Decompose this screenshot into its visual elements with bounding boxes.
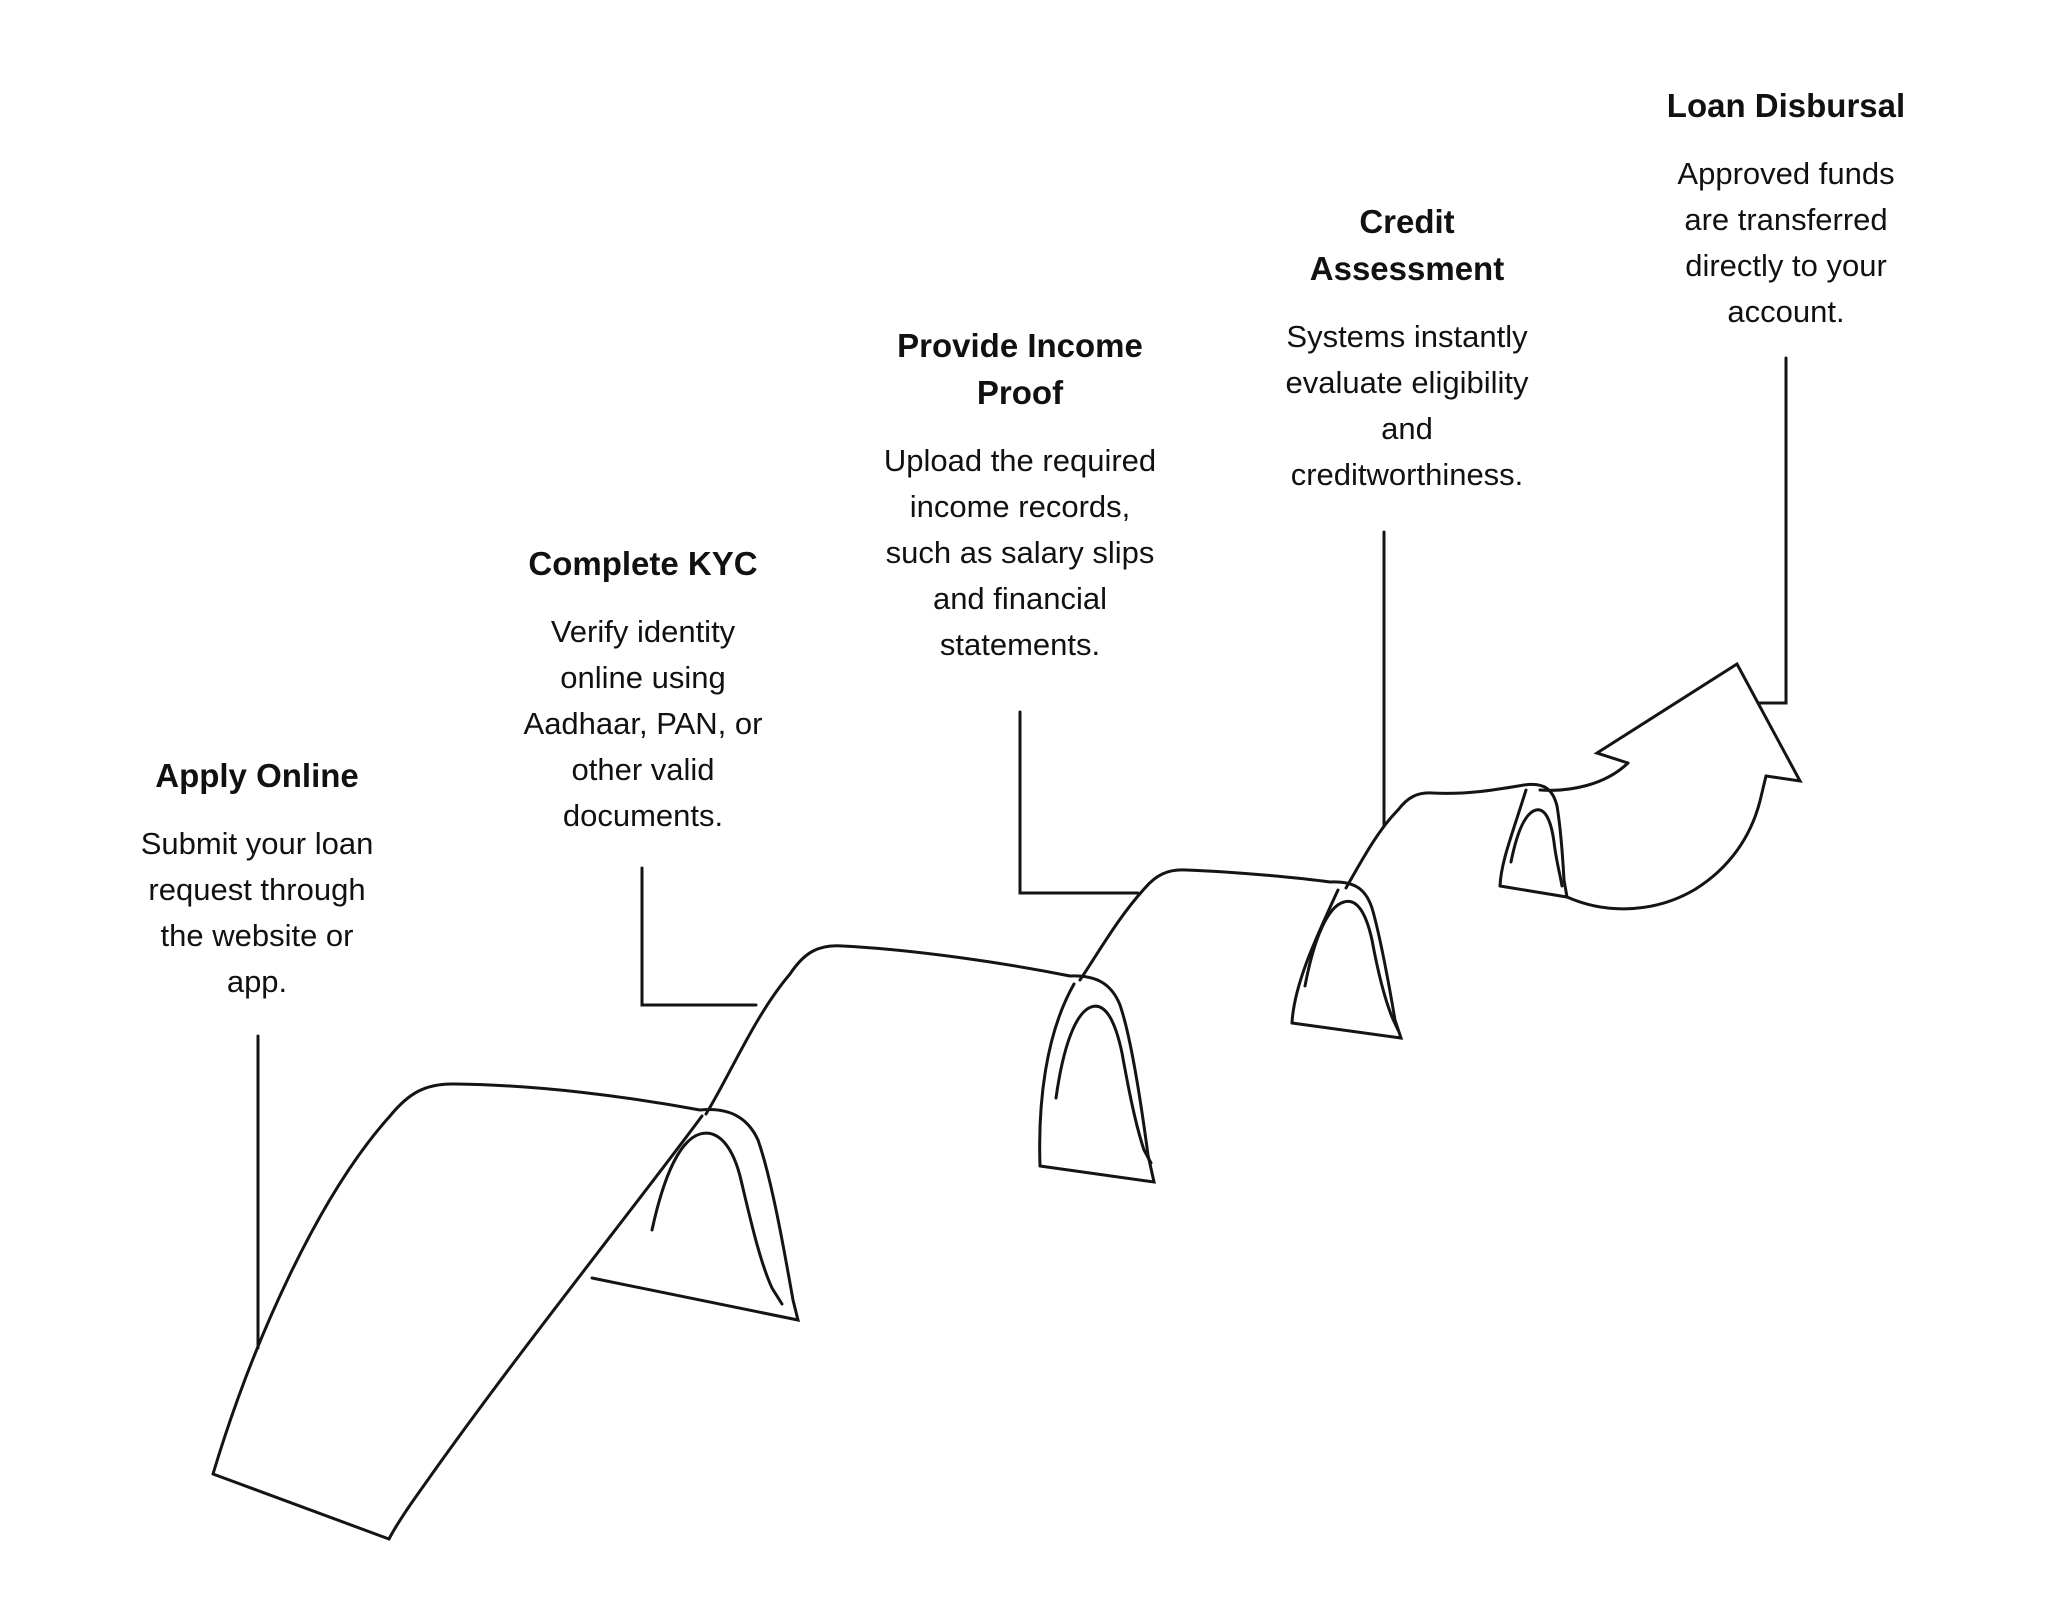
wave-3-outline (1078, 868, 1404, 1040)
connector-line-provide-income-proof (1018, 710, 1140, 895)
step-description: Submit your loan request through the web… (140, 826, 374, 999)
wave-3-descending-edge (1290, 888, 1340, 1025)
wave-1-descending-edge (387, 1114, 704, 1541)
step-description: Approved funds are transferred directly … (1677, 156, 1895, 329)
step-title: Complete KYC (528, 545, 758, 582)
wave-3-fold-inner-curve (1303, 899, 1400, 1032)
arrow-tail-left-edge (1538, 761, 1630, 792)
ribbon-wave-1 (211, 1082, 801, 1541)
wave-2-fold-inner-curve (1054, 1004, 1153, 1165)
ribbon-wave-2 (704, 944, 1156, 1184)
wave-4-descending-edge (1498, 788, 1528, 888)
ribbon-wave-4 (1344, 782, 1569, 899)
connector-line-complete-kyc (640, 866, 758, 1007)
connector-line-loan-disbursal (1756, 356, 1788, 705)
step-title: Apply Online (155, 757, 359, 794)
step-provide-income-proof: Provide Income Proof Upload the required… (850, 322, 1190, 668)
wave-2-outline (704, 944, 1156, 1184)
step-description: Systems instantly evaluate eligibility a… (1285, 319, 1529, 492)
wave-1-bottom-edge (211, 1472, 391, 1541)
upward-arrow-icon (1538, 661, 1803, 911)
wave-1-fold-inner-curve (650, 1131, 784, 1306)
connector-lines (256, 356, 1788, 1350)
wave-4-outline (1344, 782, 1569, 899)
arrow-tail-right-edge (1565, 774, 1768, 911)
step-title: Credit Assessment (1309, 203, 1505, 287)
arrow-head (1593, 661, 1803, 783)
step-complete-kyc: Complete KYC Verify identity online usin… (493, 540, 793, 839)
wave-2-descending-edge (1038, 982, 1076, 1168)
step-loan-disbursal: Loan Disbursal Approved funds are transf… (1631, 82, 1941, 335)
ribbon-wave-3 (1078, 868, 1404, 1040)
wave-4-fold-inner-curve (1509, 808, 1564, 888)
step-description: Verify identity online using Aadhaar, PA… (523, 614, 763, 833)
wave-1-outline (211, 1082, 801, 1476)
step-title: Loan Disbursal (1666, 87, 1906, 124)
step-title: Provide Income Proof (897, 327, 1143, 411)
step-credit-assessment: Credit Assessment Systems instantly eval… (1262, 198, 1552, 498)
step-apply-online: Apply Online Submit your loan request th… (97, 752, 417, 1005)
step-description: Upload the required income records, such… (883, 443, 1157, 662)
